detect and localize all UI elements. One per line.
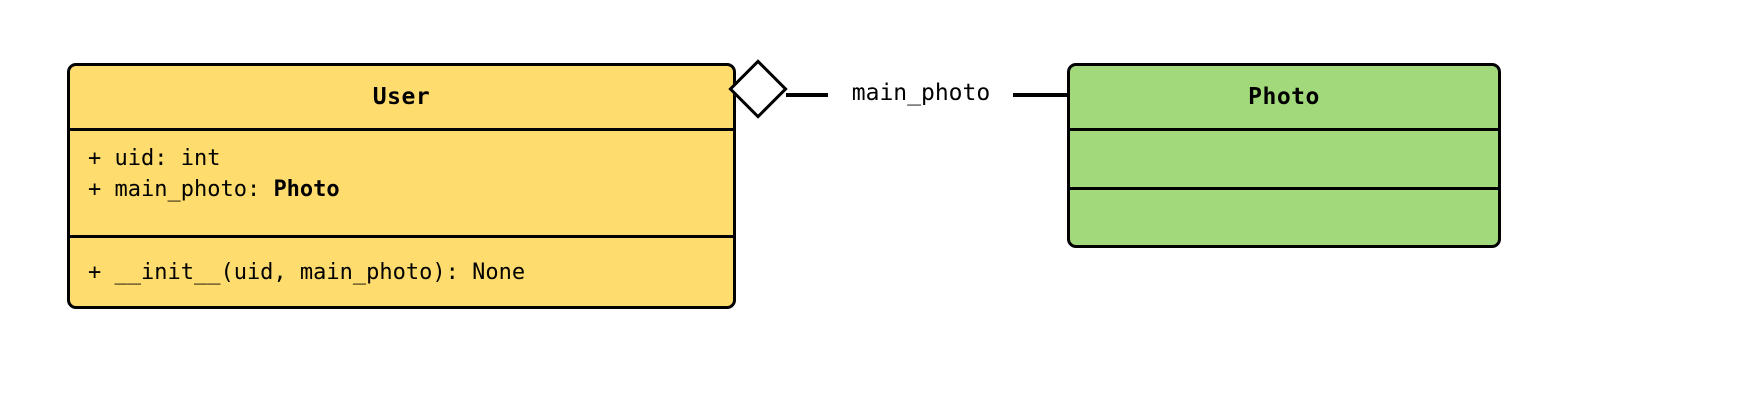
methods-compartment-photo bbox=[1070, 187, 1498, 245]
association-label-main-photo: main_photo bbox=[828, 78, 1014, 108]
attribute-main-photo-type: Photo bbox=[273, 177, 340, 202]
attribute-main-photo: + main_photo: Photo bbox=[88, 174, 715, 205]
uml-class-user[interactable]: User + uid: int + main_photo: Photo + __… bbox=[67, 63, 736, 309]
class-title-photo: Photo bbox=[1248, 84, 1320, 110]
attributes-compartment-photo bbox=[1070, 128, 1498, 187]
class-title-user: User bbox=[372, 84, 431, 110]
attribute-uid: + uid: int bbox=[88, 146, 221, 171]
attributes-compartment-user: + uid: int + main_photo: Photo bbox=[70, 128, 733, 235]
aggregation-diamond-icon bbox=[728, 59, 788, 119]
attribute-main-photo-prefix: + main_photo: bbox=[88, 177, 274, 202]
method-init: + __init__(uid, main_photo): None bbox=[88, 259, 526, 285]
association-line-left bbox=[786, 93, 828, 97]
methods-compartment-user: + __init__(uid, main_photo): None bbox=[70, 235, 733, 306]
uml-class-photo[interactable]: Photo bbox=[1067, 63, 1501, 248]
association-line-right bbox=[1013, 93, 1070, 97]
